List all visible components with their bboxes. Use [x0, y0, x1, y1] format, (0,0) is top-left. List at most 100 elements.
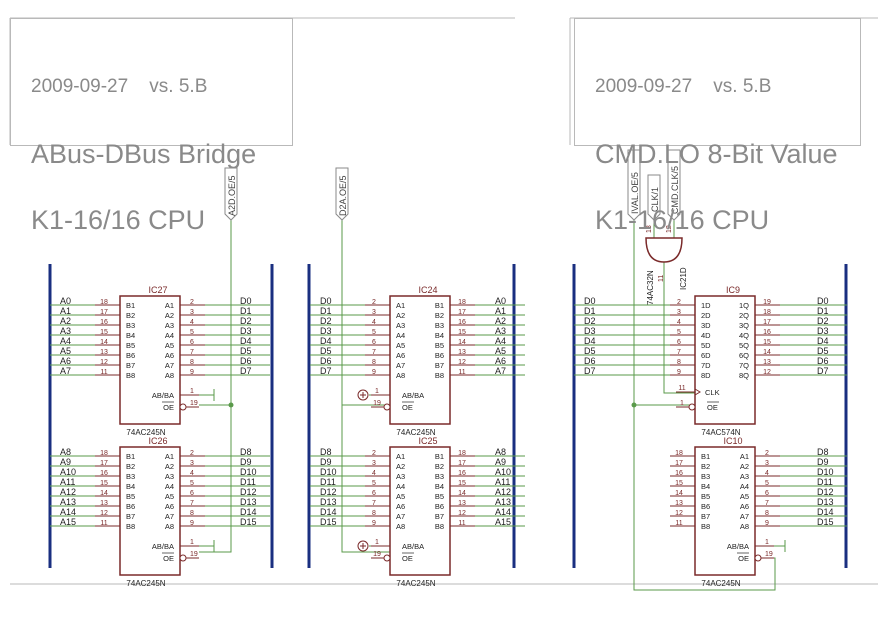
pin-number: 12	[675, 510, 683, 517]
pin-name: A5	[396, 341, 405, 350]
pin-number: 18	[458, 450, 466, 457]
pin-name: A7	[396, 512, 405, 521]
net-label: D8	[817, 447, 829, 457]
net-label: D5	[320, 346, 332, 356]
chip-body	[694, 446, 756, 576]
pin-number: 11	[100, 520, 107, 527]
pin-number: 19	[763, 299, 771, 306]
pin-number: 4	[372, 319, 376, 326]
net-label: D0	[320, 296, 332, 306]
pin-number: 18	[763, 309, 771, 316]
pin-number: 14	[100, 339, 108, 346]
port-d2a-oe: D2A.OE/5	[335, 167, 349, 221]
net-label: A3	[60, 326, 71, 336]
pin-number: 1	[375, 388, 379, 395]
gate-pin-a: 13	[646, 225, 653, 233]
pin-number: 2	[190, 450, 194, 457]
pin-number: 9	[372, 520, 376, 527]
net-label: A12	[495, 487, 511, 497]
pin-name: B2	[126, 462, 135, 471]
pin-number: 11	[458, 520, 465, 527]
net-label: D5	[240, 346, 252, 356]
net-label: A11	[495, 477, 510, 487]
pin-name: B4	[435, 482, 444, 491]
pin-name: 7Q	[739, 361, 749, 370]
port-ival-oe: IVAL.OE/5	[627, 149, 641, 221]
net-label: A14	[495, 507, 511, 517]
chip-part: 74AC245N	[396, 428, 435, 437]
pin-name: A5	[740, 492, 749, 501]
pin-number: 1	[765, 539, 769, 546]
pin-number: 14	[458, 339, 466, 346]
net-label: D6	[320, 356, 332, 366]
pin-number: 4	[372, 470, 376, 477]
net-label: A2	[60, 316, 71, 326]
pin-number: 13	[100, 500, 108, 507]
net-label: D7	[320, 366, 332, 376]
pin-name: B7	[701, 512, 710, 521]
pin-number: 14	[100, 490, 108, 497]
pin-number: 9	[190, 369, 194, 376]
pin-name: B8	[701, 522, 710, 531]
net-label: D6	[240, 356, 252, 366]
pin-name: OE	[163, 403, 174, 412]
pin-number: 17	[675, 460, 683, 467]
pin-number: 13	[675, 500, 683, 507]
net-label: A10	[60, 467, 76, 477]
pin-name: B8	[435, 522, 444, 531]
net-label: D7	[584, 366, 596, 376]
pin-number: 7	[372, 349, 376, 356]
pin-name: 2Q	[739, 311, 749, 320]
pin-number: 12	[100, 510, 108, 517]
pin-number: 6	[190, 339, 194, 346]
chip-name: IC27	[148, 285, 167, 295]
pin-number: 2	[677, 299, 681, 306]
net-label: A2	[495, 316, 506, 326]
pin-number: 7	[765, 500, 769, 507]
pin-name: OE	[163, 554, 174, 563]
pin-number: 6	[372, 490, 376, 497]
pin-name: A6	[165, 351, 174, 360]
net-label: D14	[240, 507, 257, 517]
pin-name: 4Q	[739, 331, 749, 340]
pin-name: B1	[126, 301, 135, 310]
net-label: D3	[240, 326, 252, 336]
vcc-symbol	[357, 389, 369, 401]
pin-number: 15	[100, 329, 108, 336]
pin-number: 6	[190, 490, 194, 497]
pin-name: B5	[126, 341, 135, 350]
net-label: D6	[817, 356, 829, 366]
net-label: D15	[817, 517, 834, 527]
net-label: A5	[495, 346, 506, 356]
pin-number: 1	[190, 388, 194, 395]
pin-number: 19	[190, 551, 198, 558]
pin-number: 11	[458, 369, 465, 376]
pin-number: 17	[100, 460, 108, 467]
chip-name: IC9	[726, 285, 740, 295]
pin-number: 1	[190, 539, 194, 546]
gate-pin-b: 12	[666, 225, 673, 233]
net-label: D2	[817, 316, 829, 326]
net-label: D0	[584, 296, 596, 306]
pin-name: 5Q	[739, 341, 749, 350]
net-label: D14	[320, 507, 337, 517]
pin-name: B4	[126, 482, 135, 491]
pin-name: A4	[396, 482, 405, 491]
net-label: D14	[817, 507, 834, 517]
pin-number: 3	[372, 460, 376, 467]
net-label: D8	[320, 447, 332, 457]
net-label: A13	[60, 497, 76, 507]
pin-number: 6	[677, 339, 681, 346]
vcc-symbols	[357, 389, 369, 552]
pin-number: 7	[190, 349, 194, 356]
pin-name: A1	[396, 301, 405, 310]
pin-number: 12	[100, 359, 108, 366]
net-label: D2	[584, 316, 596, 326]
net-label: D10	[320, 467, 337, 477]
title-line-2: ABus-DBus Bridge	[31, 139, 257, 169]
pin-number: 5	[372, 329, 376, 336]
pin-number: 18	[100, 299, 108, 306]
